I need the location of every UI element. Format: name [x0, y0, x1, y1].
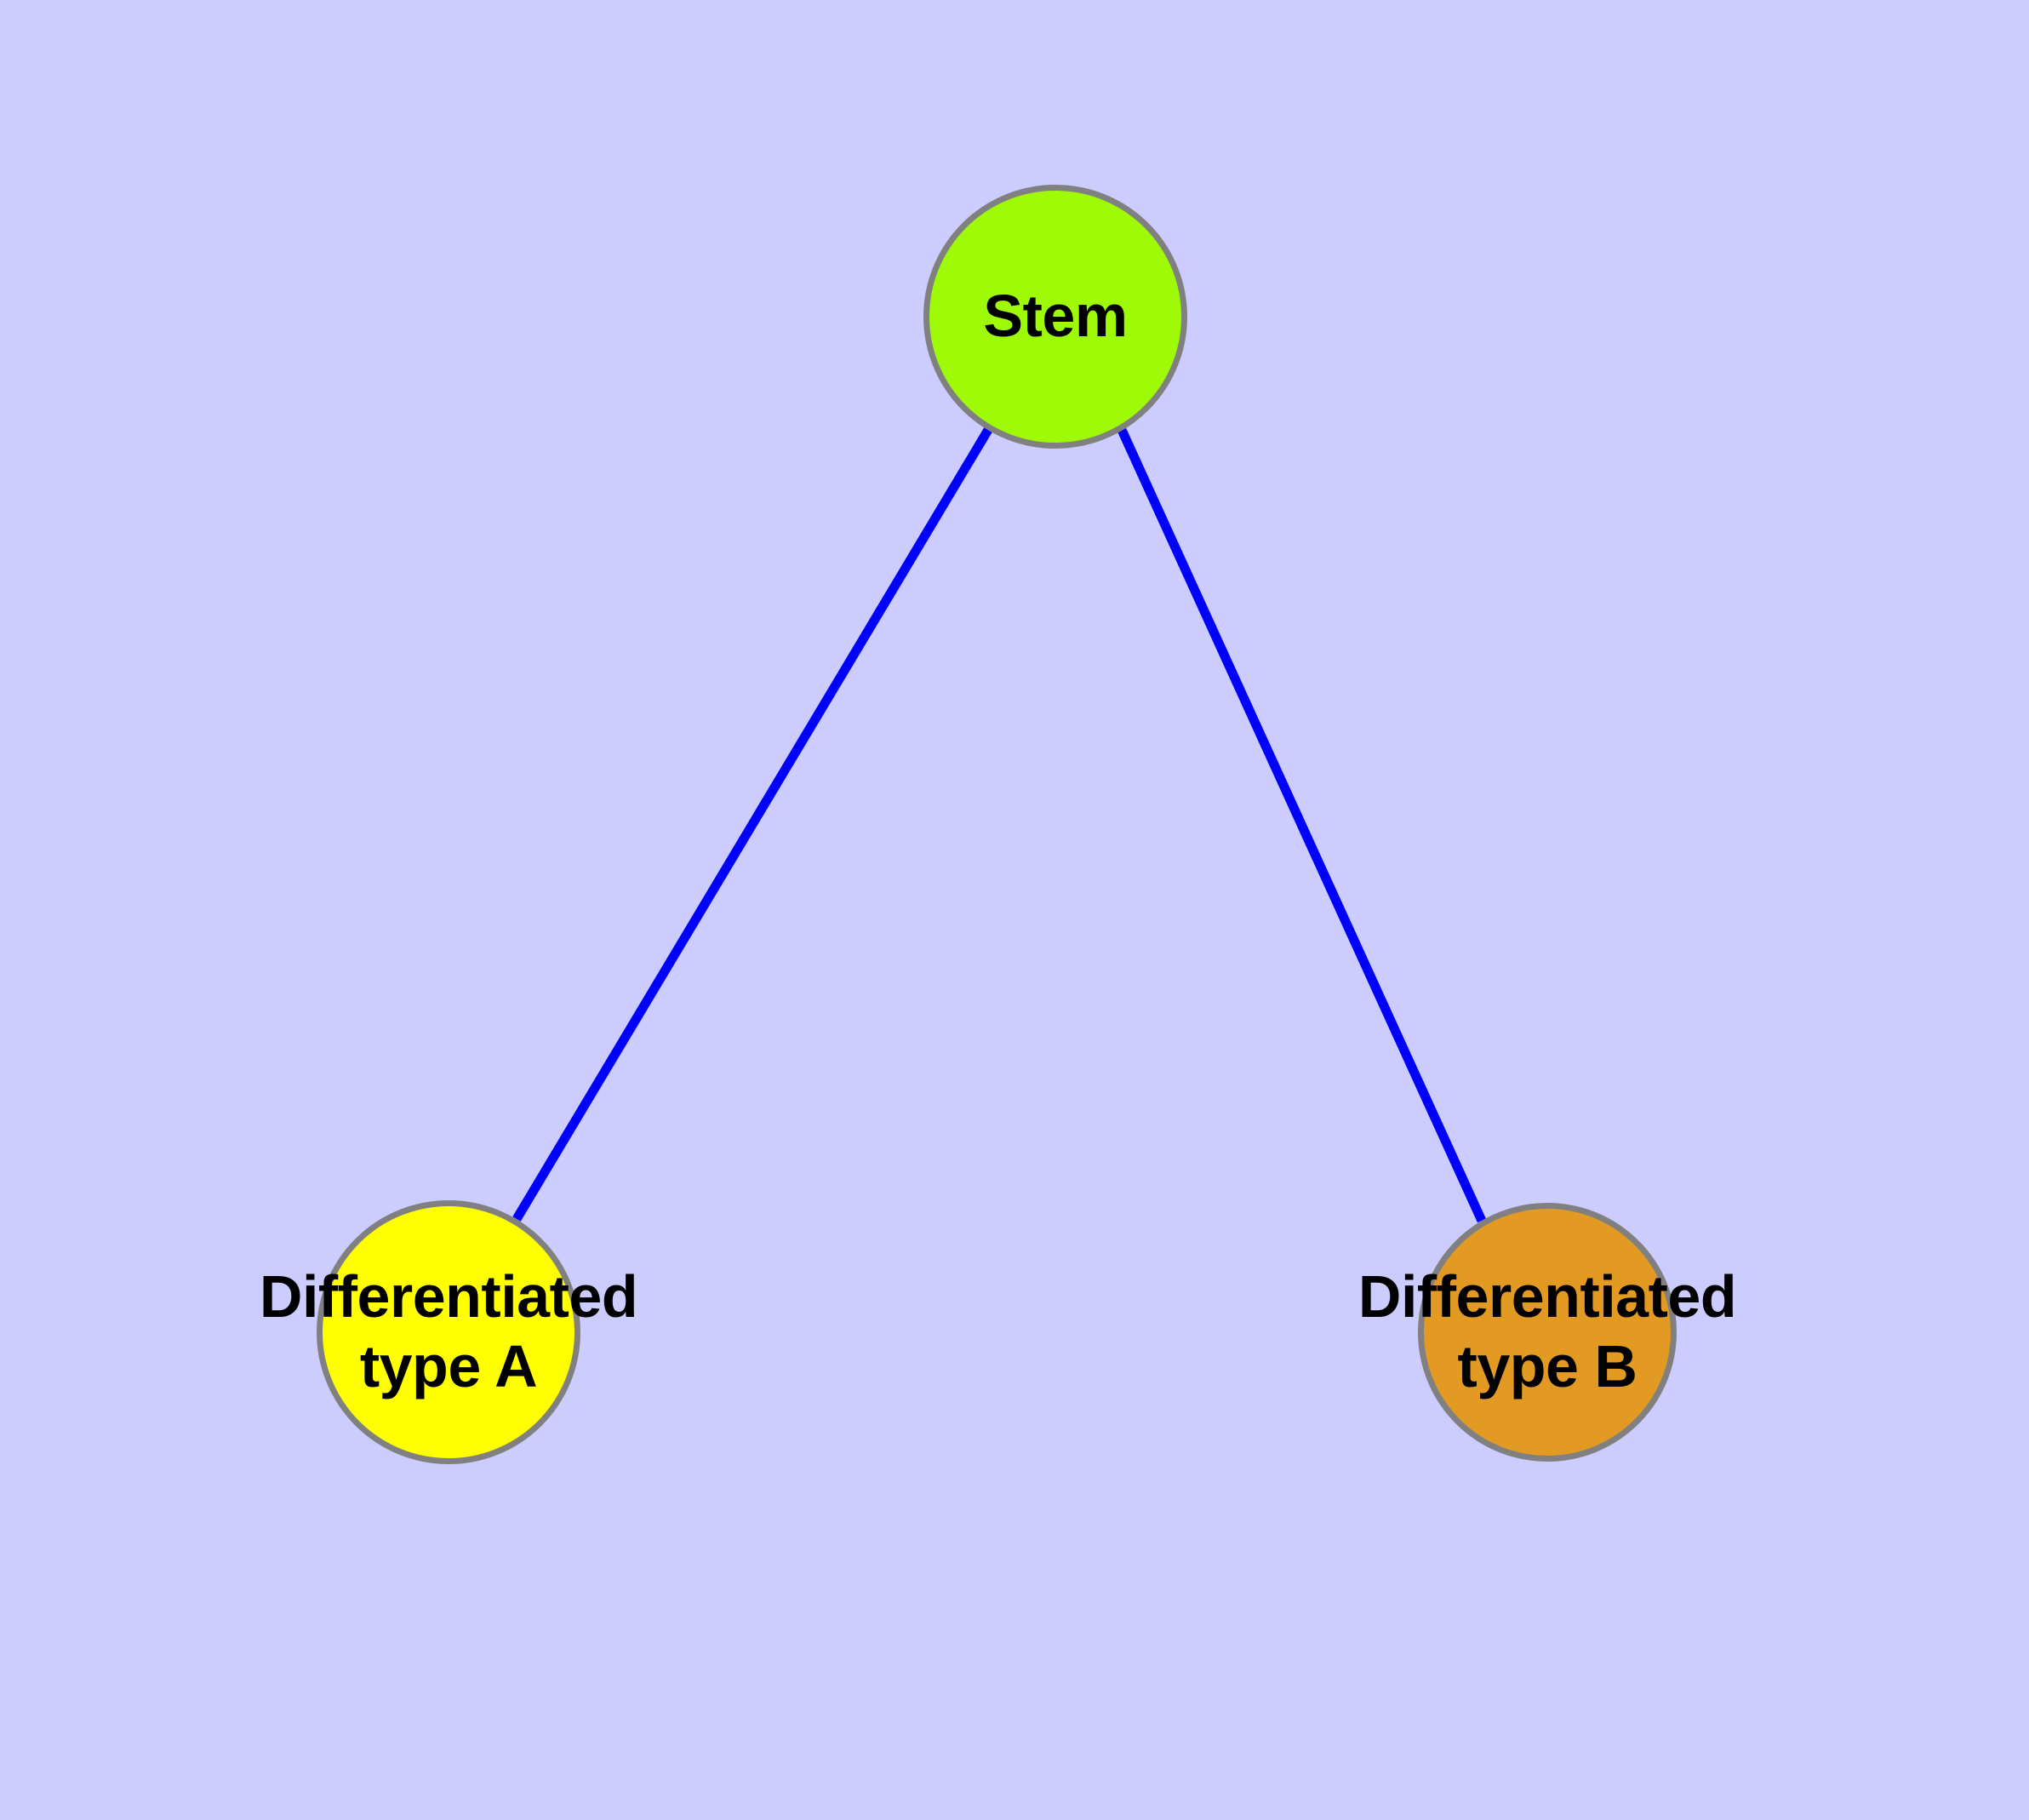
edge-stem-to-diff-a: [512, 427, 992, 1222]
edge-stem-to-diff-b: [1117, 427, 1487, 1223]
node-differentiated-type-a[interactable]: Differentiated type A: [260, 1200, 638, 1464]
node-stem[interactable]: Stem: [923, 185, 1187, 449]
node-differentiated-type-b[interactable]: Differentiated type B: [1358, 1203, 1737, 1462]
node-stem-label: Stem: [983, 282, 1128, 352]
node-stem-label-line-1: Stem: [983, 283, 1128, 350]
